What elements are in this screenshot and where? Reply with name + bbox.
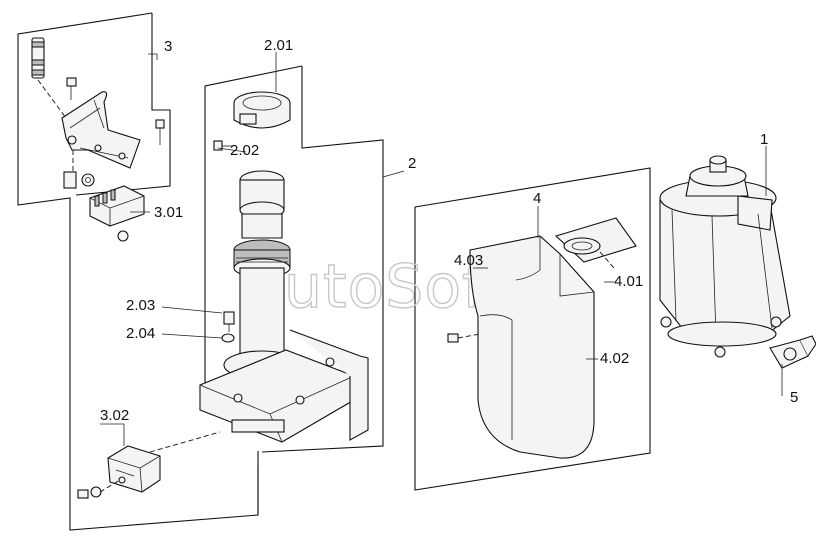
part-pin (31, 37, 67, 119)
label-2-04: 2.04 (126, 325, 155, 342)
label-3-02: 3.02 (100, 407, 129, 424)
part-bracket-401 (554, 217, 637, 269)
label-2-02: 2.02 (230, 142, 259, 159)
part-mounting-bracket (199, 329, 369, 443)
group-frame-2 (204, 65, 384, 515)
part-switch-301 (89, 185, 145, 242)
label-1: 1 (760, 131, 768, 148)
label-3: 3 (164, 38, 172, 55)
leader-lines (100, 52, 783, 446)
part-fitting-5 (769, 335, 816, 369)
part-clamp-ring-201 (233, 91, 291, 129)
part-screw-403 (447, 333, 481, 343)
part-screw-203 (223, 311, 235, 332)
label-3-01: 3.01 (154, 204, 183, 221)
label-4-02: 4.02 (600, 350, 629, 367)
label-5: 5 (790, 389, 798, 406)
label-4: 4 (533, 190, 541, 207)
part-bracket-302 (77, 431, 221, 499)
label-2-01: 2.01 (264, 37, 293, 54)
group-frame-4 (414, 167, 651, 491)
part-washer-204 (221, 333, 235, 343)
part-cover-402 (469, 235, 595, 459)
part-screw-202 (213, 140, 233, 151)
label-4-01: 4.01 (614, 273, 643, 290)
part-screws-3 (63, 77, 165, 189)
part-bracket-arm (61, 91, 141, 169)
label-2: 2 (408, 155, 416, 172)
label-4-03: 4.03 (454, 252, 483, 269)
part-booster-1 (659, 155, 791, 358)
label-2-03: 2.03 (126, 297, 155, 314)
